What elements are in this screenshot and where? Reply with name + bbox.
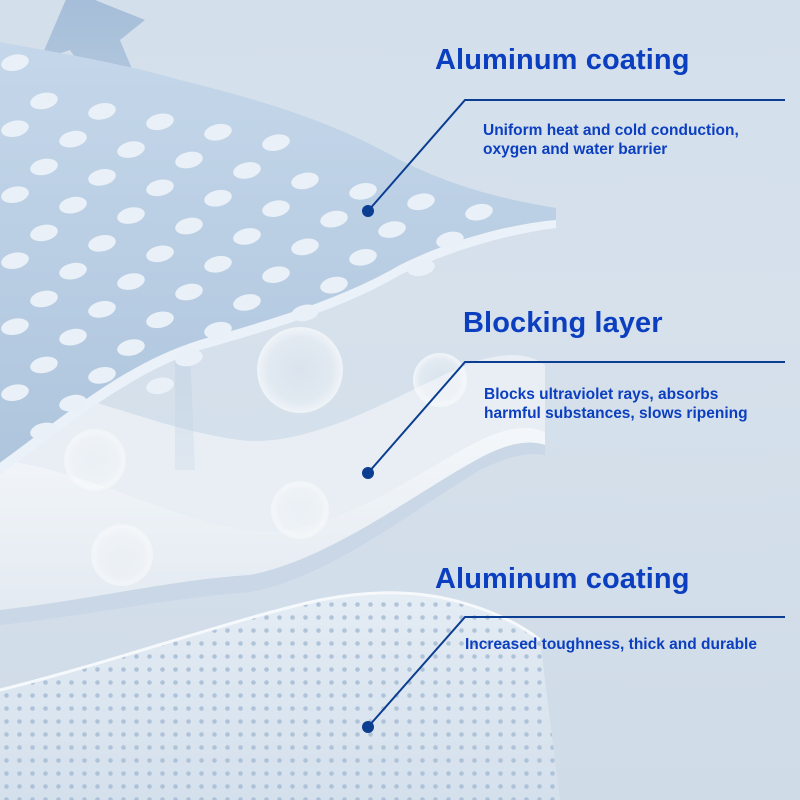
leader-dot-1 (362, 205, 374, 217)
perforation-hole (349, 248, 377, 266)
perforation-hole (88, 235, 116, 252)
perforation-hole (146, 113, 174, 131)
perforation-hole (349, 182, 377, 200)
layer-3-title: Aluminum coating (435, 563, 690, 595)
perforation-hole (146, 179, 174, 197)
leader-line-3 (367, 616, 785, 728)
perforation-hole (1, 120, 29, 138)
perforation-hole (1, 252, 29, 270)
perforation-hole (146, 245, 174, 263)
perforation-hole (378, 221, 406, 238)
layer-3-description: Increased toughness, thick and durable (465, 635, 757, 654)
perforation-hole (59, 328, 87, 346)
perforation-hole (59, 196, 87, 214)
perforation-hole (320, 276, 348, 294)
perforation-hole (1, 186, 29, 204)
leader-line-1 (367, 99, 785, 212)
perforation-hole (30, 290, 58, 308)
perforation-hole (1, 384, 29, 402)
perforation-hole (291, 238, 319, 256)
perforation-hole (465, 203, 493, 221)
perforation-hole (88, 367, 116, 384)
perforation-hole (291, 304, 319, 322)
perforation-hole (146, 377, 174, 395)
perforation-hole (117, 273, 145, 290)
layer-1-description: Uniform heat and cold conduction, oxygen… (483, 121, 739, 159)
perforation-hole (262, 200, 290, 218)
perforation-hole (30, 422, 58, 440)
leader-line-2 (367, 361, 785, 474)
perforation-hole (175, 283, 203, 301)
perforation-hole (88, 169, 116, 186)
layer-2-title: Blocking layer (463, 307, 663, 339)
perforation-hole (436, 231, 464, 249)
perforation-hole (88, 301, 116, 318)
perforation-hole (146, 311, 174, 329)
perforation-hole (204, 123, 232, 141)
perforation-hole (1, 54, 29, 72)
layer-1-description-line-2: oxygen and water barrier (483, 141, 668, 158)
perforation-hole (1, 318, 29, 336)
perforation-hole (117, 207, 145, 224)
layer-1-title: Aluminum coating (435, 44, 690, 76)
layer-3-description-line-1: Increased toughness, thick and durable (465, 636, 757, 653)
perforation-hole (204, 321, 232, 339)
perforation-hole (320, 210, 348, 228)
perforation-hole (291, 172, 319, 190)
layer-2-description: Blocks ultraviolet rays, absorbs harmful… (484, 385, 748, 423)
perforation-hole (407, 193, 435, 211)
perforation-holes (1, 54, 493, 440)
perforation-hole (175, 349, 203, 367)
perforation-hole (407, 259, 435, 277)
perforation-hole (175, 151, 203, 169)
perforation-hole (59, 130, 87, 148)
perforation-hole (233, 162, 261, 179)
layer-2-description-line-1: Blocks ultraviolet rays, absorbs (484, 386, 719, 403)
leader-dot-2 (362, 467, 374, 479)
perforation-hole (117, 339, 145, 356)
perforation-hole (30, 158, 58, 176)
layer-1-description-line-1: Uniform heat and cold conduction, (483, 122, 739, 139)
perforation-hole (30, 92, 58, 110)
perforation-hole (233, 294, 261, 311)
perforation-hole (204, 189, 232, 207)
perforation-hole (204, 255, 232, 273)
perforation-hole (59, 262, 87, 280)
perforation-hole (262, 266, 290, 284)
perforation-hole (59, 394, 87, 412)
leader-dot-3 (362, 721, 374, 733)
perforation-hole (175, 217, 203, 235)
perforation-hole (262, 134, 290, 152)
perforation-hole (117, 141, 145, 158)
bubble-icons (64, 327, 467, 586)
layer-2-description-line-2: harmful substances, slows ripening (484, 405, 748, 422)
perforation-hole (30, 356, 58, 374)
leader-lines (367, 99, 785, 728)
leader-dots (362, 205, 374, 733)
perforation-hole (233, 228, 261, 245)
perforation-hole (88, 103, 116, 120)
perforation-hole (30, 224, 58, 242)
